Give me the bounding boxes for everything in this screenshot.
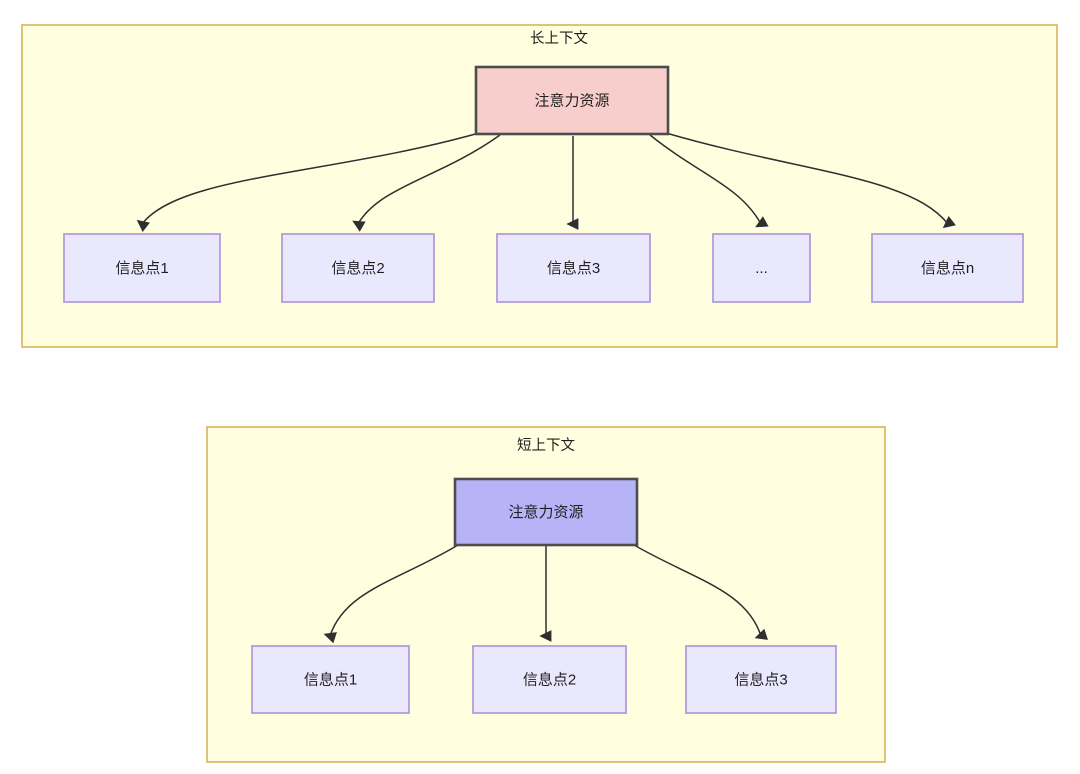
node-info-point-3-long-context[interactable] xyxy=(496,233,651,303)
edge-attention-resource-to-info-point-1 xyxy=(136,132,480,232)
edge-attention-resource-to-info-point-3 xyxy=(633,544,768,640)
node-label-info-point-n-long-context: 信息点n xyxy=(921,260,974,277)
node-info-point-1-long-context[interactable] xyxy=(63,233,221,303)
node-info-point-2-long-context[interactable] xyxy=(281,233,435,303)
node-info-point-2-short-context[interactable] xyxy=(472,645,627,714)
node-label-info-point-2-long-context: 信息点2 xyxy=(331,260,384,277)
node-label-info-point-ellipsis-long-context: ... xyxy=(755,260,768,277)
panel-title-short-context: 短上下文 xyxy=(517,437,575,454)
node-label-info-point-2-short-context: 信息点2 xyxy=(523,671,576,688)
node-label-info-point-3-short-context: 信息点3 xyxy=(734,671,787,688)
edge-attention-resource-to-info-point-1 xyxy=(323,544,459,644)
node-info-point-n-long-context[interactable] xyxy=(871,233,1024,303)
node-label-info-point-3-long-context: 信息点3 xyxy=(547,260,600,277)
node-info-point-3-short-context[interactable] xyxy=(685,645,837,714)
node-label-info-point-1-long-context: 信息点1 xyxy=(115,260,168,277)
node-attention-resource-short-context[interactable] xyxy=(453,477,639,547)
node-info-point-1-short-context[interactable] xyxy=(251,645,410,714)
edge-attention-resource-to-info-point-ellipsis xyxy=(649,134,769,228)
edge-attention-resource-to-info-point-n xyxy=(665,132,956,229)
node-label-attention-resource-short-context: 注意力资源 xyxy=(508,503,583,521)
node-attention-resource-long-context[interactable] xyxy=(474,65,670,136)
edge-attention-resource-to-info-point-2 xyxy=(352,134,501,232)
panel-title-long-context: 长上下文 xyxy=(530,30,588,47)
node-label-attention-resource-long-context: 注意力资源 xyxy=(534,91,609,109)
node-label-info-point-1-short-context: 信息点1 xyxy=(304,671,357,688)
node-info-point-ellipsis-long-context[interactable] xyxy=(712,233,811,303)
